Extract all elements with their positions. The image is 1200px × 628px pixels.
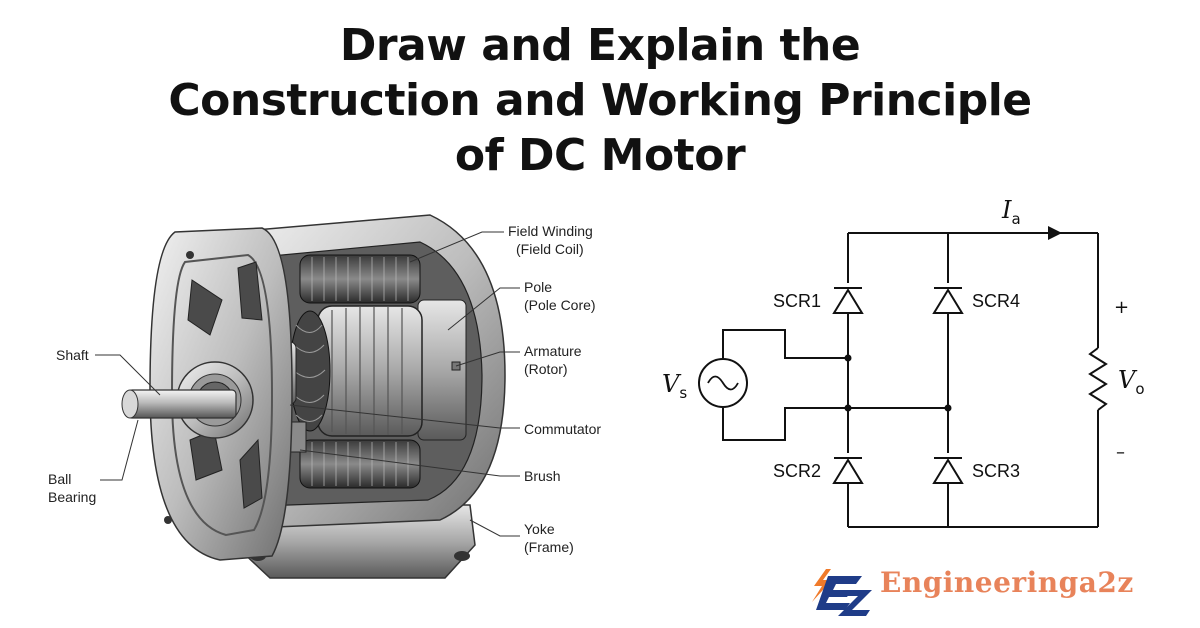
current-arrow (1048, 226, 1062, 240)
label-scr3: SCR3 (972, 461, 1020, 481)
shaft (127, 389, 237, 419)
brand-logo-icon (812, 569, 872, 616)
label-pole-core: (Pole Core) (524, 297, 596, 313)
leader-brush (299, 449, 520, 477)
scr3-symbol (932, 458, 964, 484)
leader-yoke (469, 519, 520, 537)
label-source-voltage: Vs (662, 370, 687, 402)
label-scr2: SCR2 (773, 461, 821, 481)
page-title: Draw and Explain the Construction and Wo… (0, 18, 1200, 183)
leader-shaft (95, 354, 161, 396)
leader-field-winding (409, 231, 504, 263)
title-line-1: Draw and Explain the (339, 20, 861, 71)
motor-leader-lines (95, 231, 520, 537)
label-shaft: Shaft (56, 347, 89, 363)
label-ball: Ball (48, 471, 71, 487)
brand-name: Engineeringa2z (880, 566, 1134, 599)
label-armature: Armature (524, 343, 582, 359)
dc-motor-illustration (121, 214, 506, 579)
title-line-2: Construction and Working Principle (168, 75, 1032, 126)
leader-commutator (289, 404, 520, 429)
label-pole: Pole (524, 279, 552, 295)
label-frame: (Frame) (524, 539, 574, 555)
label-commutator: Commutator (524, 421, 601, 437)
label-yoke: Yoke (524, 521, 555, 537)
load-resistor (1088, 347, 1108, 411)
leader-ball-bearing (100, 419, 139, 481)
armature (317, 305, 423, 437)
label-field-coil: (Field Coil) (516, 241, 584, 257)
scr-bridge-circuit (698, 232, 1108, 528)
label-scr4: SCR4 (972, 291, 1020, 311)
junction-dots (844, 354, 952, 412)
label-plus: + (1114, 297, 1129, 318)
scr4-symbol (932, 288, 964, 314)
scr2-symbol (832, 458, 864, 484)
label-brush: Brush (524, 468, 561, 484)
label-rotor: (Rotor) (524, 361, 568, 377)
label-minus: – (1116, 442, 1125, 463)
leader-armature (455, 351, 520, 367)
label-field-winding: Field Winding (508, 223, 593, 239)
scr1-symbol (832, 288, 864, 314)
label-bearing: Bearing (48, 489, 96, 505)
label-output-voltage: Vo (1118, 366, 1145, 398)
label-current: Ia (1001, 196, 1021, 228)
leader-pole (447, 287, 520, 331)
label-scr1: SCR1 (773, 291, 821, 311)
title-line-3: of DC Motor (454, 130, 746, 181)
